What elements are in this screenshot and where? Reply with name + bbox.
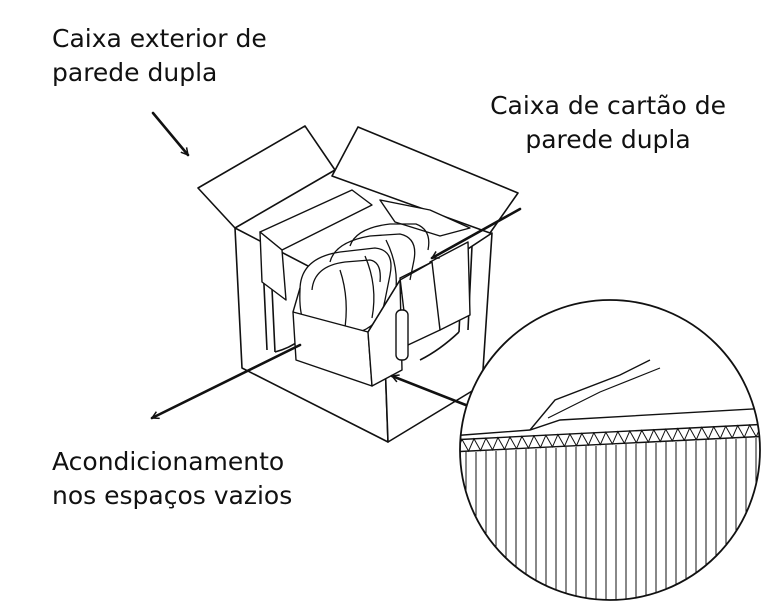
arrow-outer-box [151,111,190,157]
filler-block-back-left-side [259,231,287,301]
filler-block-back-right-top [379,199,471,237]
arrows [151,111,522,420]
label-void-fill-line-1: Acondicionamento [52,447,285,476]
label-inner-box-line-2: parede dupla [525,125,691,154]
inner-box-post [395,309,409,361]
zoom-circle-outline [459,299,761,601]
label-inner-box: Caixa de cartão de parede dupla [490,89,726,157]
inner-box [259,189,471,387]
label-inner-box-line-1: Caixa de cartão de [490,91,726,120]
zoom-detail [459,299,761,601]
label-outer-box-line-2: parede dupla [52,58,218,87]
arrow-inner-box [432,207,522,260]
label-void-fill: Acondicionamento nos espaços vazios [52,445,292,513]
label-outer-box-line-1: Caixa exterior de [52,24,267,53]
label-void-fill-line-2: nos espaços vazios [52,481,293,510]
arrow-void-fill [152,343,302,420]
label-outer-box: Caixa exterior de parede dupla [52,22,267,90]
arrow-zoom-detail [392,376,478,411]
